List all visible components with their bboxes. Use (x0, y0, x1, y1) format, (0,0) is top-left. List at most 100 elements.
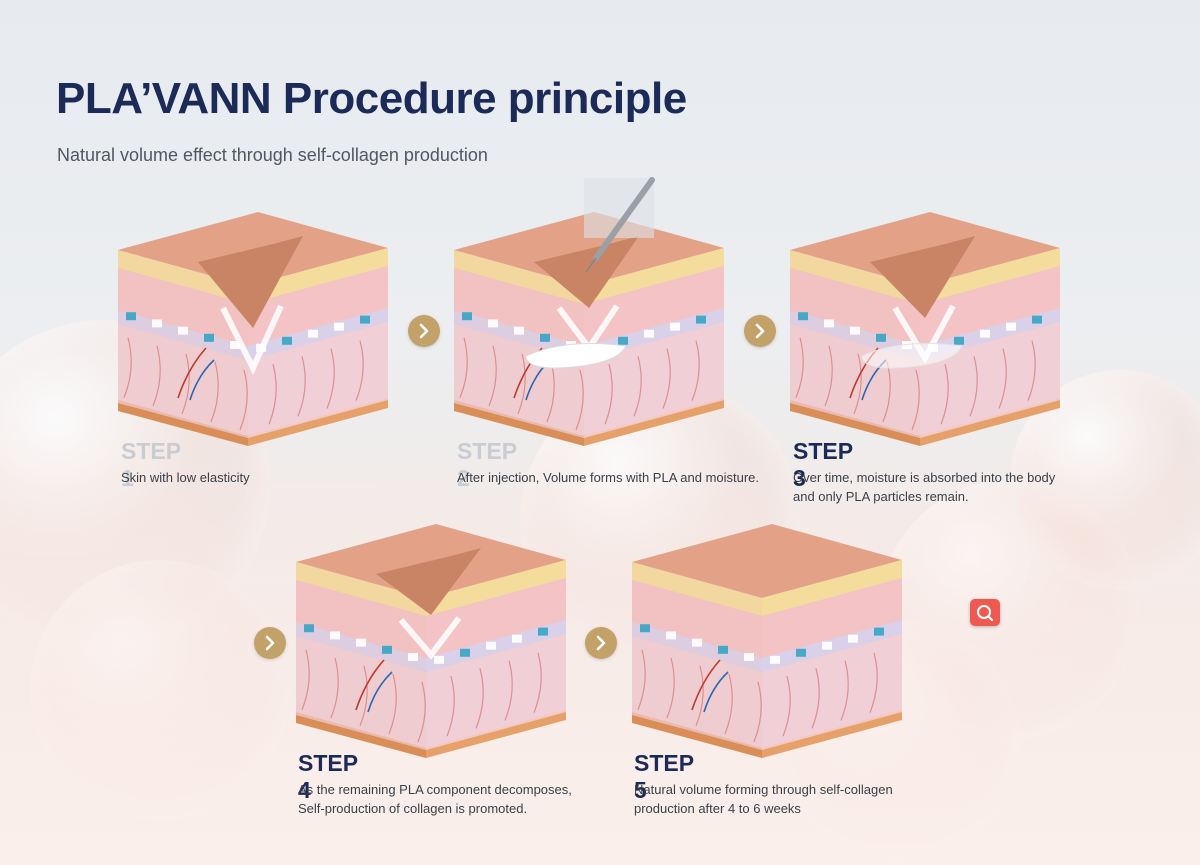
collagen-fiber (446, 676, 455, 737)
collagen-fiber (330, 657, 339, 719)
skin-cell (848, 634, 858, 643)
skin-layer (632, 622, 762, 672)
next-arrow-step-1-to-2 (408, 315, 440, 347)
wrinkle (376, 548, 481, 615)
skin-illustration-step-4 (296, 524, 566, 758)
search-button[interactable] (970, 599, 1000, 626)
step-description-line: After injection, Volume forms with PLA a… (457, 470, 760, 485)
collagen-fiber (475, 668, 484, 729)
collagen-fiber (359, 665, 368, 727)
skin-cell (1006, 322, 1016, 331)
skin-cell (178, 326, 188, 335)
skin-layer (632, 580, 762, 658)
skin-illustration-step-2 (454, 177, 724, 446)
skin-cell (666, 631, 676, 640)
skin-cell (670, 322, 680, 331)
step-description-line: Over time, moisture is absorbed into the… (793, 470, 1056, 485)
skin-layer (920, 248, 1060, 304)
collagen-fiber (268, 364, 277, 425)
skin-cell (798, 312, 808, 321)
collagen-fiber (724, 673, 733, 735)
collagen-fiber (123, 337, 132, 398)
step-label: STEP 5 (634, 750, 694, 803)
pla-gel (525, 343, 627, 369)
skin-cell (408, 653, 418, 662)
chevron-right-icon (755, 323, 765, 339)
skin-base (454, 403, 584, 446)
skin-cell (230, 341, 240, 350)
collagen-fiber (388, 673, 397, 735)
step-label: STEP 3 (793, 438, 853, 491)
skin-layer (426, 560, 566, 616)
skin-cell (824, 319, 834, 328)
collagen-fiber (782, 676, 791, 737)
step-description-line: Natural volume forming through self-coll… (634, 782, 893, 797)
skin-layer (296, 622, 426, 672)
collagen-fiber (662, 348, 671, 409)
collagen-fiber (181, 353, 190, 415)
blood-vessel (177, 347, 207, 399)
skin-base (426, 712, 566, 758)
skin-cell (980, 329, 990, 338)
collagen-fiber (355, 340, 364, 401)
skin-layer (632, 562, 762, 616)
step-description-line: Self-production of collagen is promoted. (298, 801, 528, 816)
step-label: STEP 2 (457, 438, 517, 491)
skin-base (248, 400, 388, 446)
skin-cell (282, 336, 292, 345)
step-label: STEP 1 (121, 438, 181, 491)
skin-cell (512, 634, 522, 643)
step-description: After injection, Volume forms with PLA a… (457, 468, 787, 487)
skin-layer (920, 266, 1060, 346)
skin-cell (640, 624, 650, 633)
chevron-right-icon (265, 635, 275, 651)
collagen-fiber (695, 665, 704, 727)
skin-cell (618, 336, 628, 345)
skin-cell (744, 653, 754, 662)
skin-layer (454, 268, 584, 346)
skin-cell (204, 333, 214, 342)
collagen-fiber (666, 657, 675, 719)
wrinkle (198, 236, 303, 328)
skin-cell (462, 312, 472, 321)
skin-cell (330, 631, 340, 640)
skin-illustration-step-5 (632, 524, 902, 758)
skin-layer (248, 266, 388, 346)
collagen-fiber (517, 353, 526, 415)
collagen-fiber (301, 649, 310, 710)
skin-cell (538, 627, 548, 636)
collagen-fiber (691, 340, 700, 401)
skin-layer (296, 580, 426, 658)
skin-layer (790, 268, 920, 346)
skin-layer (296, 562, 426, 616)
skin-base (584, 400, 724, 446)
skin-layer (248, 248, 388, 304)
skin-cell (126, 312, 136, 321)
skin-cell (334, 322, 344, 331)
skin-cell (360, 315, 370, 324)
skin-layer (426, 634, 566, 748)
skin-cell (488, 319, 498, 328)
skin-cell (692, 638, 702, 647)
collagen-fiber (824, 345, 833, 407)
collagen-fiber (210, 361, 219, 423)
blood-vessel (189, 359, 215, 401)
collagen-fiber (840, 660, 849, 721)
step-description-line: As the remaining PLA component decompose… (298, 782, 572, 797)
skin-cell (718, 645, 728, 654)
skin-base (296, 715, 426, 758)
skin-cell (876, 333, 886, 342)
pla-particles (861, 343, 963, 369)
chevron-right-icon (419, 323, 429, 339)
skin-base (632, 715, 762, 758)
skin-cell (152, 319, 162, 328)
collagen-fiber (998, 348, 1007, 409)
collagen-fiber (753, 681, 762, 743)
wrinkle-edge (398, 616, 462, 660)
collagen-fiber (417, 681, 426, 743)
skin-base (762, 712, 902, 758)
skin-layer (762, 560, 902, 616)
skin-cell (822, 641, 832, 650)
collagen-fiber (297, 356, 306, 417)
skin-cell (540, 333, 550, 342)
